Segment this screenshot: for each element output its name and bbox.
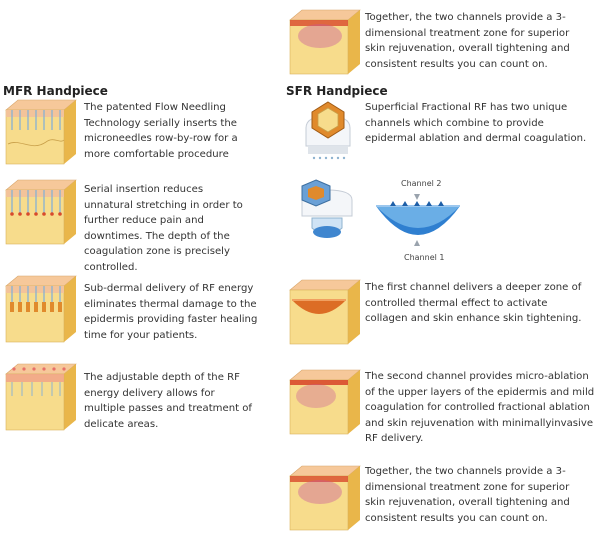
mfr-subdermal-rf-tissue-icon bbox=[2, 272, 78, 344]
channel-diagram bbox=[366, 176, 470, 266]
mfr-item-3-text: Sub-dermal delivery of RF energy elimina… bbox=[84, 283, 258, 341]
mfr-coagulation-tissue-icon bbox=[2, 176, 78, 246]
mfr-adjustable-depth-tissue-icon bbox=[2, 360, 78, 432]
mfr-microneedle-tissue-icon bbox=[2, 96, 78, 166]
mfr-item-2-text: Serial insertion reduces unnatural stret… bbox=[84, 184, 243, 273]
channel-2-label: Channel 2 bbox=[401, 179, 442, 188]
combined-treatment-zone-icon bbox=[286, 462, 362, 532]
sfr-item-1-text: The first channel delivers a deeper zone… bbox=[365, 282, 582, 325]
mfr-item-4-text: The adjustable depth of the RF energy de… bbox=[84, 372, 252, 430]
sfr-intro-text: Superficial Fractional RF has two unique… bbox=[365, 102, 587, 145]
sfr-top-text: Together, the two channels provide a 3-d… bbox=[365, 12, 570, 70]
mfr-item-1-text: The patented Flow Needling Technology se… bbox=[84, 102, 238, 160]
micro-ablation-icon bbox=[286, 366, 362, 436]
sfr-item-2-text: The second channel provides micro-ablati… bbox=[365, 371, 595, 445]
sfr-heading: SFR Handpiece bbox=[286, 84, 388, 98]
sfr-handpiece-icon bbox=[296, 98, 360, 164]
sfr-item-3-text: Together, the two channels provide a 3-d… bbox=[365, 466, 570, 524]
sfr-handpiece-channels-icon bbox=[296, 176, 358, 246]
deep-thermal-zone-icon bbox=[286, 276, 362, 346]
mfr-heading: MFR Handpiece bbox=[3, 84, 108, 98]
channel-1-label: Channel 1 bbox=[404, 253, 445, 262]
combined-treatment-zone-icon bbox=[286, 6, 362, 76]
